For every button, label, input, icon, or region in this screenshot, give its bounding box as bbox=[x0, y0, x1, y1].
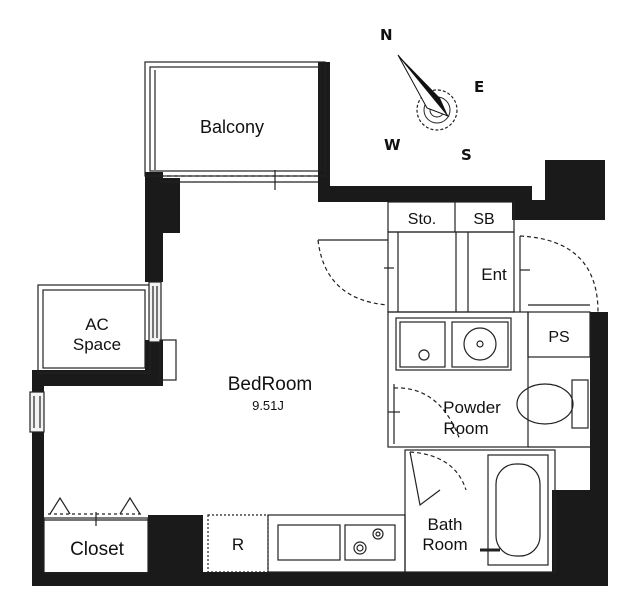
bath-room bbox=[404, 449, 556, 573]
label-ac-space-1: AC bbox=[85, 315, 109, 334]
entrance-block bbox=[317, 201, 599, 313]
label-closet: Closet bbox=[70, 539, 125, 560]
ac-space bbox=[37, 281, 177, 381]
label-shoe-box: SB bbox=[473, 211, 494, 228]
label-powder-2: Room bbox=[443, 419, 488, 438]
compass-icon: N E S W bbox=[380, 26, 484, 164]
compass-north: N bbox=[380, 26, 393, 44]
bedroom-outline bbox=[29, 391, 45, 433]
exterior-walls bbox=[32, 62, 608, 586]
label-bedroom-size: 9.51J bbox=[252, 398, 284, 413]
label-entrance: Ent bbox=[481, 265, 507, 284]
compass-south: S bbox=[461, 146, 472, 164]
balcony bbox=[144, 61, 326, 190]
label-bath-1: Bath bbox=[428, 515, 463, 534]
label-ac-space-2: Space bbox=[73, 335, 121, 354]
label-powder-1: Powder bbox=[443, 398, 501, 417]
room-labels: Balcony Sto. SB Ent AC Space PS BedRoom … bbox=[70, 117, 570, 560]
compass-west: W bbox=[384, 136, 401, 154]
label-storage: Sto. bbox=[408, 211, 436, 228]
label-bedroom: BedRoom bbox=[228, 374, 313, 395]
powder-room bbox=[387, 311, 590, 448]
closet bbox=[43, 496, 149, 574]
label-refrigerator: R bbox=[232, 535, 244, 554]
label-balcony: Balcony bbox=[200, 117, 264, 137]
label-bath-2: Room bbox=[422, 535, 467, 554]
label-pipe-space: PS bbox=[548, 329, 569, 346]
compass-east: E bbox=[474, 78, 484, 96]
